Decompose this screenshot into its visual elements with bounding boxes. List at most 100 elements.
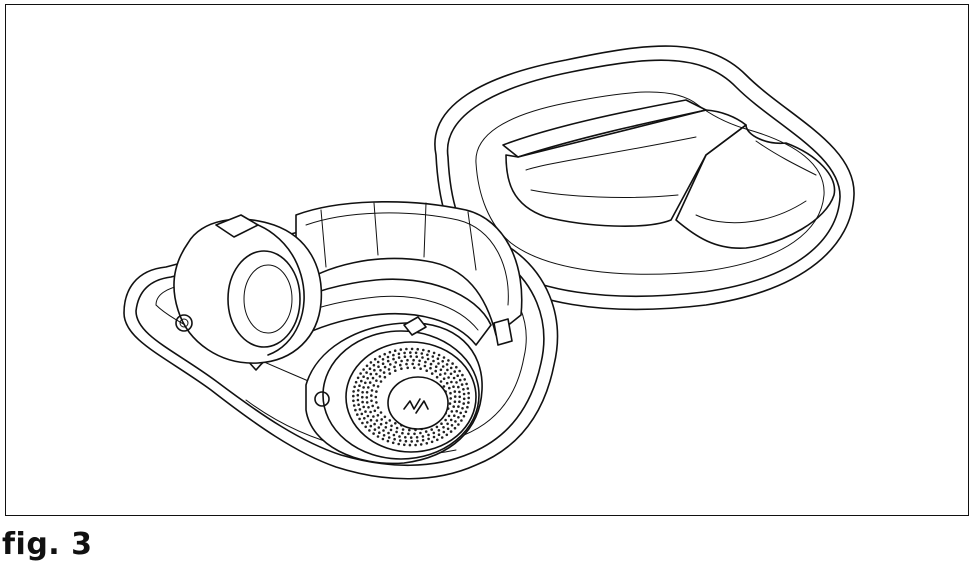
grille-hole (368, 429, 371, 432)
grille-hole (410, 440, 414, 443)
grille-hole (364, 425, 368, 429)
grille-hole (460, 419, 463, 422)
grille-hole (398, 435, 401, 438)
grille-hole (364, 381, 367, 385)
grille-hole (369, 418, 373, 422)
grille-hole (371, 404, 375, 408)
grille-hole (366, 421, 369, 424)
grille-hole (366, 377, 370, 380)
grille-hole (441, 360, 445, 363)
grille-hole (440, 436, 444, 439)
grille-hole (406, 366, 410, 370)
grille-hole (386, 359, 390, 363)
grille-hole (453, 426, 457, 430)
grille-hole (446, 427, 450, 431)
grille-hole (421, 356, 424, 359)
grille-hole (354, 408, 357, 412)
grille-hole (394, 422, 397, 425)
grille-hole (466, 387, 470, 390)
grille-hole (392, 353, 395, 357)
grille-hole (409, 351, 412, 354)
grille-hole (352, 394, 355, 398)
grille-hole (421, 438, 425, 442)
grille-hole (373, 422, 376, 426)
grille-hole (462, 414, 466, 418)
grille-hole (397, 356, 401, 359)
grille-hole (457, 423, 460, 426)
grille-hole (377, 426, 381, 429)
grille-hole (356, 393, 360, 397)
grille-hole (410, 347, 414, 351)
grille-hole (439, 380, 443, 383)
grille-hole (372, 384, 376, 387)
grille-hole (449, 430, 453, 433)
grille-hole (447, 359, 450, 362)
grille-hole (352, 399, 355, 403)
grille-hole (429, 366, 432, 370)
grille-hole (372, 415, 375, 418)
grille-hole (436, 357, 440, 361)
right-earcup (305, 316, 513, 465)
grille-hole (375, 372, 378, 376)
grille-hole (387, 368, 391, 371)
grille-hole (376, 414, 380, 417)
grille-hole (358, 384, 361, 388)
grille-hole (390, 424, 393, 428)
grille-hole (398, 439, 402, 442)
grille-hole (368, 367, 372, 371)
grille-hole (409, 436, 413, 439)
grille-hole (441, 365, 445, 368)
grille-hole (399, 363, 402, 367)
grille-hole (442, 430, 446, 434)
grille-hole (449, 372, 453, 376)
grille-hole (458, 400, 461, 404)
grille-hole (458, 378, 462, 382)
grille-hole (419, 431, 422, 435)
grille-hole (446, 422, 449, 426)
grille-hole (408, 443, 412, 447)
grille-hole (462, 402, 466, 405)
grille-hole (376, 360, 380, 364)
grille-hole (400, 359, 403, 363)
grille-hole (376, 435, 380, 438)
grille-hole (450, 424, 454, 427)
grille-hole (415, 436, 419, 439)
grille-hole (467, 396, 471, 400)
grille-hole (413, 432, 416, 436)
grille-hole (437, 362, 440, 365)
grille-hole (424, 430, 428, 433)
grille-hole (448, 386, 451, 390)
grille-hole (403, 351, 406, 355)
grille-hole (362, 368, 365, 371)
grille-hole (375, 379, 378, 383)
grille-hole (432, 435, 436, 439)
grille-hole (436, 438, 439, 442)
grille-hole (369, 410, 372, 414)
grille-hole (432, 359, 435, 363)
grille-hole (365, 396, 369, 399)
grille-hole (450, 410, 454, 413)
figure-caption: fig. 3 (2, 527, 93, 562)
grille-hole (422, 348, 425, 352)
grille-hole (416, 347, 420, 351)
grille-hole (373, 428, 377, 431)
grille-hole (427, 349, 431, 353)
grille-hole (449, 397, 453, 400)
grille-hole (462, 388, 465, 391)
grille-hole (394, 369, 397, 373)
grille-hole (416, 439, 419, 443)
grille-hole (435, 375, 439, 379)
grille-hole (397, 442, 401, 446)
grille-hole (424, 360, 427, 364)
grille-hole (403, 355, 407, 359)
grille-hole (449, 391, 452, 395)
grille-hole (386, 439, 390, 443)
grille-hole (415, 355, 419, 359)
grille-hole (417, 363, 421, 366)
grille-hole (414, 443, 417, 447)
grille-hole (405, 362, 408, 366)
grille-hole (427, 437, 430, 441)
grille-hole (423, 364, 427, 368)
grille-hole (458, 390, 461, 394)
grille-hole (457, 416, 460, 419)
